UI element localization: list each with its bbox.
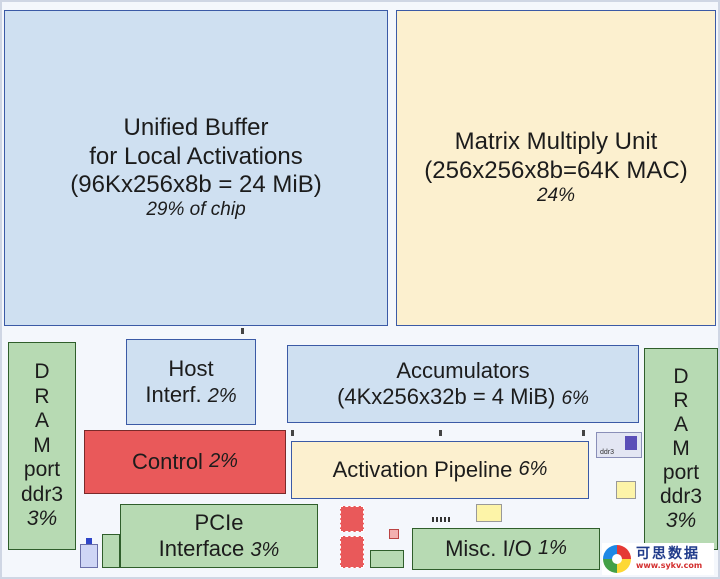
- unified-buffer-percent: 29% of chip: [146, 199, 246, 221]
- dram-left-ddr3: ddr3: [20, 482, 64, 506]
- watermark: 可思数据 www.sykv.com: [602, 543, 714, 575]
- red-pin: [389, 529, 399, 539]
- activation-pipeline-title: Activation Pipeline: [332, 457, 513, 483]
- dram-left-letter: R: [34, 384, 50, 408]
- host-interface-label: Interf.: [145, 381, 202, 407]
- dram-left-letter: A: [34, 409, 49, 433]
- activation-pipeline-block: Activation Pipeline 6%: [291, 441, 589, 499]
- accumulators-title: Accumulators: [396, 357, 530, 383]
- ddr3-small-label: ddr3: [600, 449, 615, 456]
- tiny-marker: [291, 430, 294, 436]
- dram-right-letter: M: [672, 436, 690, 460]
- accumulators-size: (4Kx256x32b = 4 MiB): [337, 383, 556, 409]
- matrix-unit-percent: 24%: [536, 185, 576, 207]
- host-interface-block: Host Interf. 2%: [126, 339, 256, 425]
- dram-right-percent: 3%: [665, 509, 697, 533]
- ddr3-small-block: ddr3: [596, 432, 642, 458]
- pcie-interface-block: PCIe Interface 3%: [120, 504, 318, 568]
- tiny-marker: [582, 430, 585, 436]
- matrix-unit-title: Matrix Multiply Unit: [454, 128, 658, 156]
- dram-left-letter: M: [33, 433, 51, 457]
- unified-buffer-block: Unified Buffer for Local Activations (96…: [4, 10, 388, 326]
- unified-buffer-title: Unified Buffer: [123, 114, 269, 142]
- ddr3-small-fill: [625, 436, 637, 450]
- watermark-logo-icon: [603, 545, 631, 573]
- matrix-multiply-unit-block: Matrix Multiply Unit (256x256x8b=64K MAC…: [396, 10, 716, 326]
- tiny-chip-row: [432, 517, 452, 522]
- dram-left-port: port: [23, 458, 61, 482]
- activation-pipeline-percent: 6%: [518, 458, 548, 481]
- green-small-cell: [370, 550, 404, 568]
- misc-io-title: Misc. I/O: [445, 536, 532, 562]
- tiny-marker: [439, 430, 442, 436]
- dram-port-left-block: D R A M port ddr3 3%: [8, 342, 76, 550]
- blue-pin: [86, 538, 92, 544]
- dram-right-port: port: [662, 461, 700, 485]
- red-cell: [340, 506, 364, 532]
- host-interface-percent: 2%: [207, 384, 237, 407]
- blue-small-cell: [80, 544, 98, 568]
- unified-buffer-size: (96Kx256x8b = 24 MiB): [70, 170, 322, 198]
- accumulators-percent: 6%: [561, 387, 589, 409]
- pcie-title: PCIe: [194, 509, 244, 535]
- control-title: Control: [132, 449, 203, 475]
- green-small-cell: [102, 534, 120, 568]
- dram-right-ddr3: ddr3: [659, 485, 703, 509]
- yellow-cell: [476, 504, 502, 522]
- control-percent: 2%: [209, 450, 238, 473]
- dram-left-percent: 3%: [26, 507, 58, 531]
- yellow-cell: [616, 481, 636, 499]
- dram-right-letter: D: [673, 364, 689, 388]
- red-cell: [340, 536, 364, 568]
- watermark-url: www.sykv.com: [636, 561, 703, 571]
- dram-right-letter: A: [673, 412, 688, 436]
- misc-io-block: Misc. I/O 1%: [412, 528, 600, 570]
- misc-io-percent: 1%: [538, 537, 567, 560]
- watermark-brand: 可思数据: [636, 545, 700, 562]
- pcie-label: Interface: [158, 535, 245, 561]
- control-block: Control 2%: [84, 430, 286, 494]
- tiny-marker: [241, 328, 244, 334]
- dram-left-letter: D: [34, 360, 50, 384]
- host-interface-title: Host: [168, 355, 214, 381]
- unified-buffer-subtitle: for Local Activations: [89, 142, 303, 170]
- dram-port-right-block: D R A M port ddr3 3%: [644, 348, 718, 550]
- matrix-unit-size: (256x256x8b=64K MAC): [424, 156, 688, 184]
- dram-right-letter: R: [673, 388, 689, 412]
- pcie-percent: 3%: [250, 538, 280, 561]
- accumulators-block: Accumulators (4Kx256x32b = 4 MiB) 6%: [287, 345, 639, 423]
